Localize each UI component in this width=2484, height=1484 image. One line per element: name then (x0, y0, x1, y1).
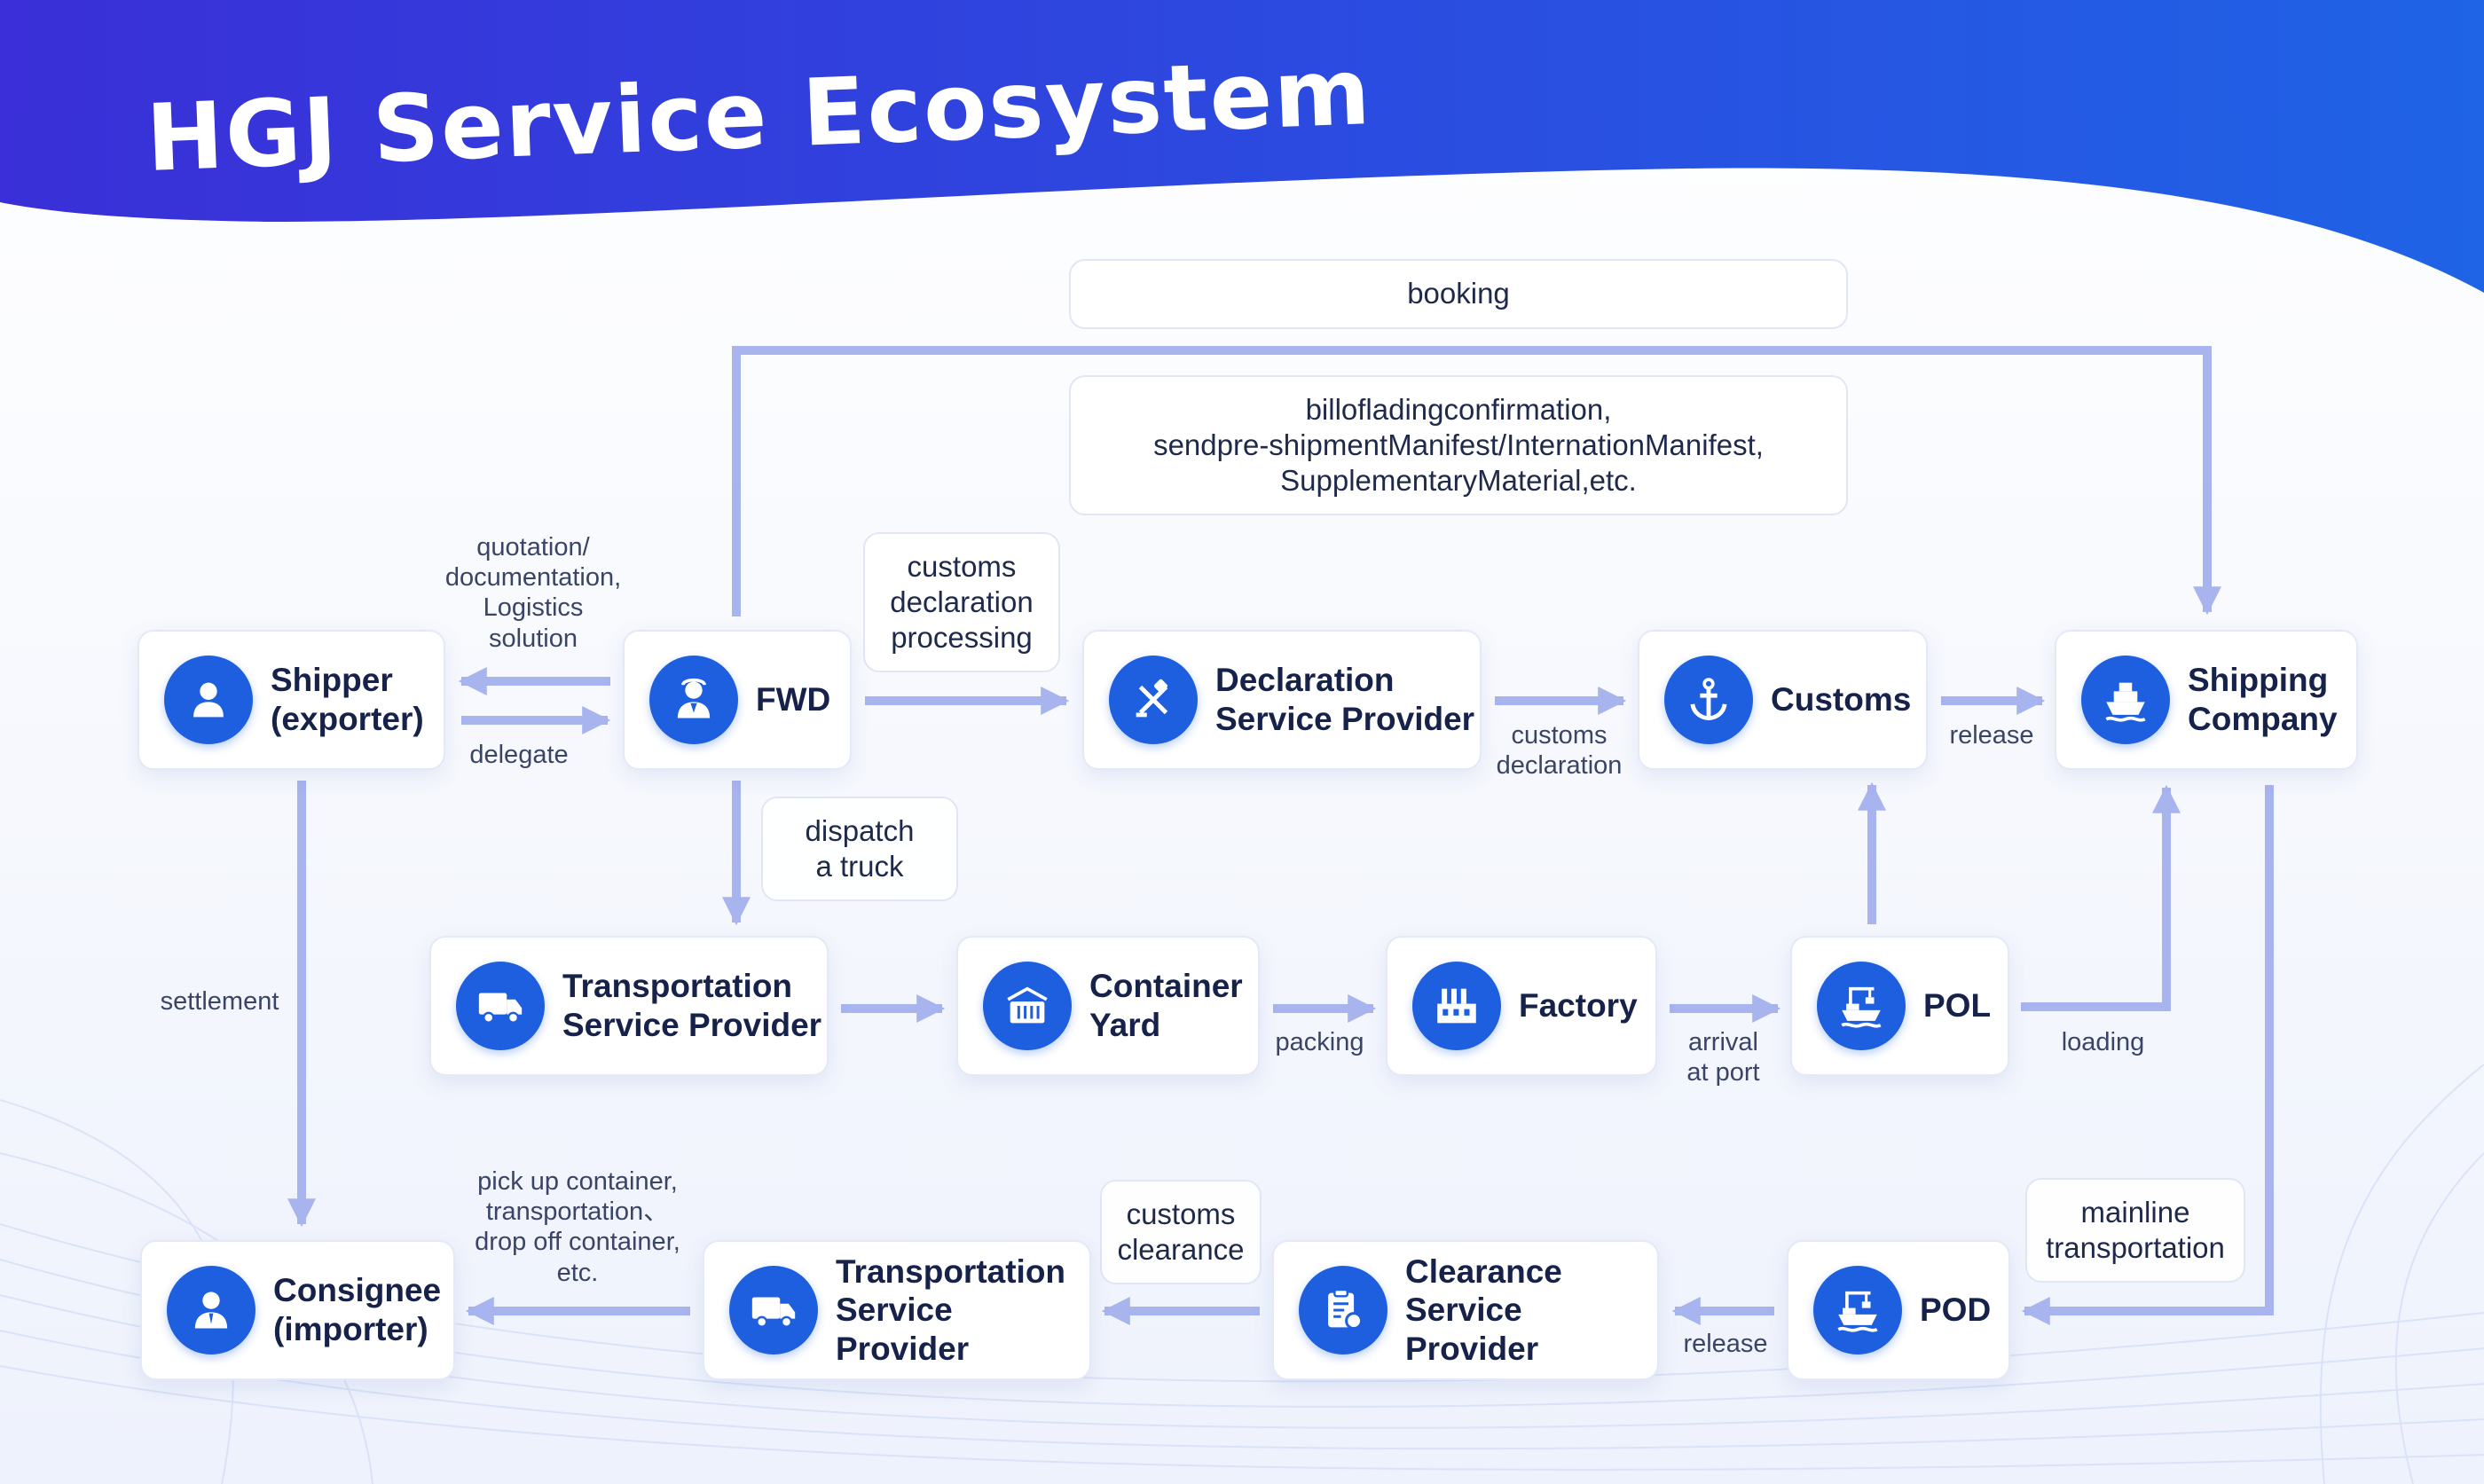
tag-booking: booking (1069, 259, 1848, 329)
tag-customs-clearance: customs clearance (1100, 1180, 1262, 1284)
node-transportation-service-provider-bottom: Transportation Service Provider (703, 1240, 1091, 1380)
agent-icon (649, 656, 738, 744)
node-container-yard: Container Yard (956, 936, 1260, 1076)
node-shipper-label: Shipper (exporter) (271, 662, 424, 737)
node-customs-label: Customs (1771, 681, 1912, 718)
node-pol: POL (1790, 936, 2009, 1076)
label-release-top: release (1949, 721, 2034, 750)
node-fwd: FWD (623, 630, 852, 770)
label-packing: packing (1275, 1028, 1364, 1056)
node-pol-label: POL (1923, 987, 1992, 1025)
truck-icon (456, 962, 545, 1050)
node-pod-label: POD (1920, 1292, 1992, 1329)
label-quotation: quotation/ documentation, Logistics solu… (444, 533, 622, 653)
label-arrival-at-port: arrival at port (1686, 1028, 1760, 1087)
person-icon (164, 656, 253, 744)
label-customs-declaration: customs declaration (1496, 721, 1623, 781)
stamp-icon (1109, 656, 1198, 744)
label-release-bottom: release (1683, 1330, 1768, 1358)
node-clearance-service-provider: Clearance Service Provider (1272, 1240, 1659, 1380)
ship-icon (2081, 656, 2170, 744)
node-transportation-service-provider-top: Transportation Service Provider (429, 936, 829, 1076)
label-delegate: delegate (469, 741, 569, 769)
tag-mainline-transportation: mainline transportation (2025, 1178, 2245, 1283)
factory-icon (1412, 962, 1501, 1050)
node-declaration-label: Declaration Service Provider (1215, 662, 1475, 737)
arrow-booking-loop (732, 346, 2222, 616)
arrow-shipping-to-pod (2021, 785, 2274, 1326)
node-factory: Factory (1386, 936, 1657, 1076)
node-transport-top-label: Transportation Service Provider (562, 968, 822, 1043)
node-shipping-label: Shipping Company (2188, 662, 2338, 737)
tag-dispatch-truck: dispatch a truck (761, 797, 958, 901)
anchor-icon (1664, 656, 1753, 744)
node-consignee-label: Consignee (importer) (273, 1272, 442, 1347)
node-shipper: Shipper (exporter) (138, 630, 445, 770)
node-clearance-label: Clearance Service Provider (1405, 1252, 1562, 1367)
tag-bill-of-lading: billofladingconfirmation, sendpre-shipme… (1069, 375, 1848, 515)
crane-ship-icon (1817, 962, 1906, 1050)
node-pod: POD (1787, 1240, 2010, 1380)
truck-icon (729, 1266, 818, 1354)
arrow-pol-to-shipping (2021, 784, 2181, 1011)
node-consignee: Consignee (importer) (140, 1240, 455, 1380)
node-factory-label: Factory (1519, 987, 1638, 1025)
label-loading: loading (2061, 1028, 2145, 1056)
clipboard-icon (1299, 1266, 1387, 1354)
label-settlement: settlement (160, 987, 279, 1016)
node-customs: Customs (1638, 630, 1928, 770)
node-fwd-label: FWD (756, 681, 831, 718)
crane-ship-icon (1813, 1266, 1902, 1354)
tag-customs-declaration-processing: customs declaration processing (863, 532, 1060, 672)
header-band (0, 0, 2484, 293)
container-icon (983, 962, 1072, 1050)
node-transport-bottom-label: Transportation Service Provider (836, 1252, 1066, 1367)
label-pickup: pick up container, transportation、 drop … (475, 1167, 680, 1287)
node-container-yard-label: Container Yard (1089, 968, 1243, 1043)
businessman-icon (167, 1266, 255, 1354)
node-declaration-service-provider: Declaration Service Provider (1082, 630, 1482, 770)
node-shipping-company: Shipping Company (2055, 630, 2358, 770)
